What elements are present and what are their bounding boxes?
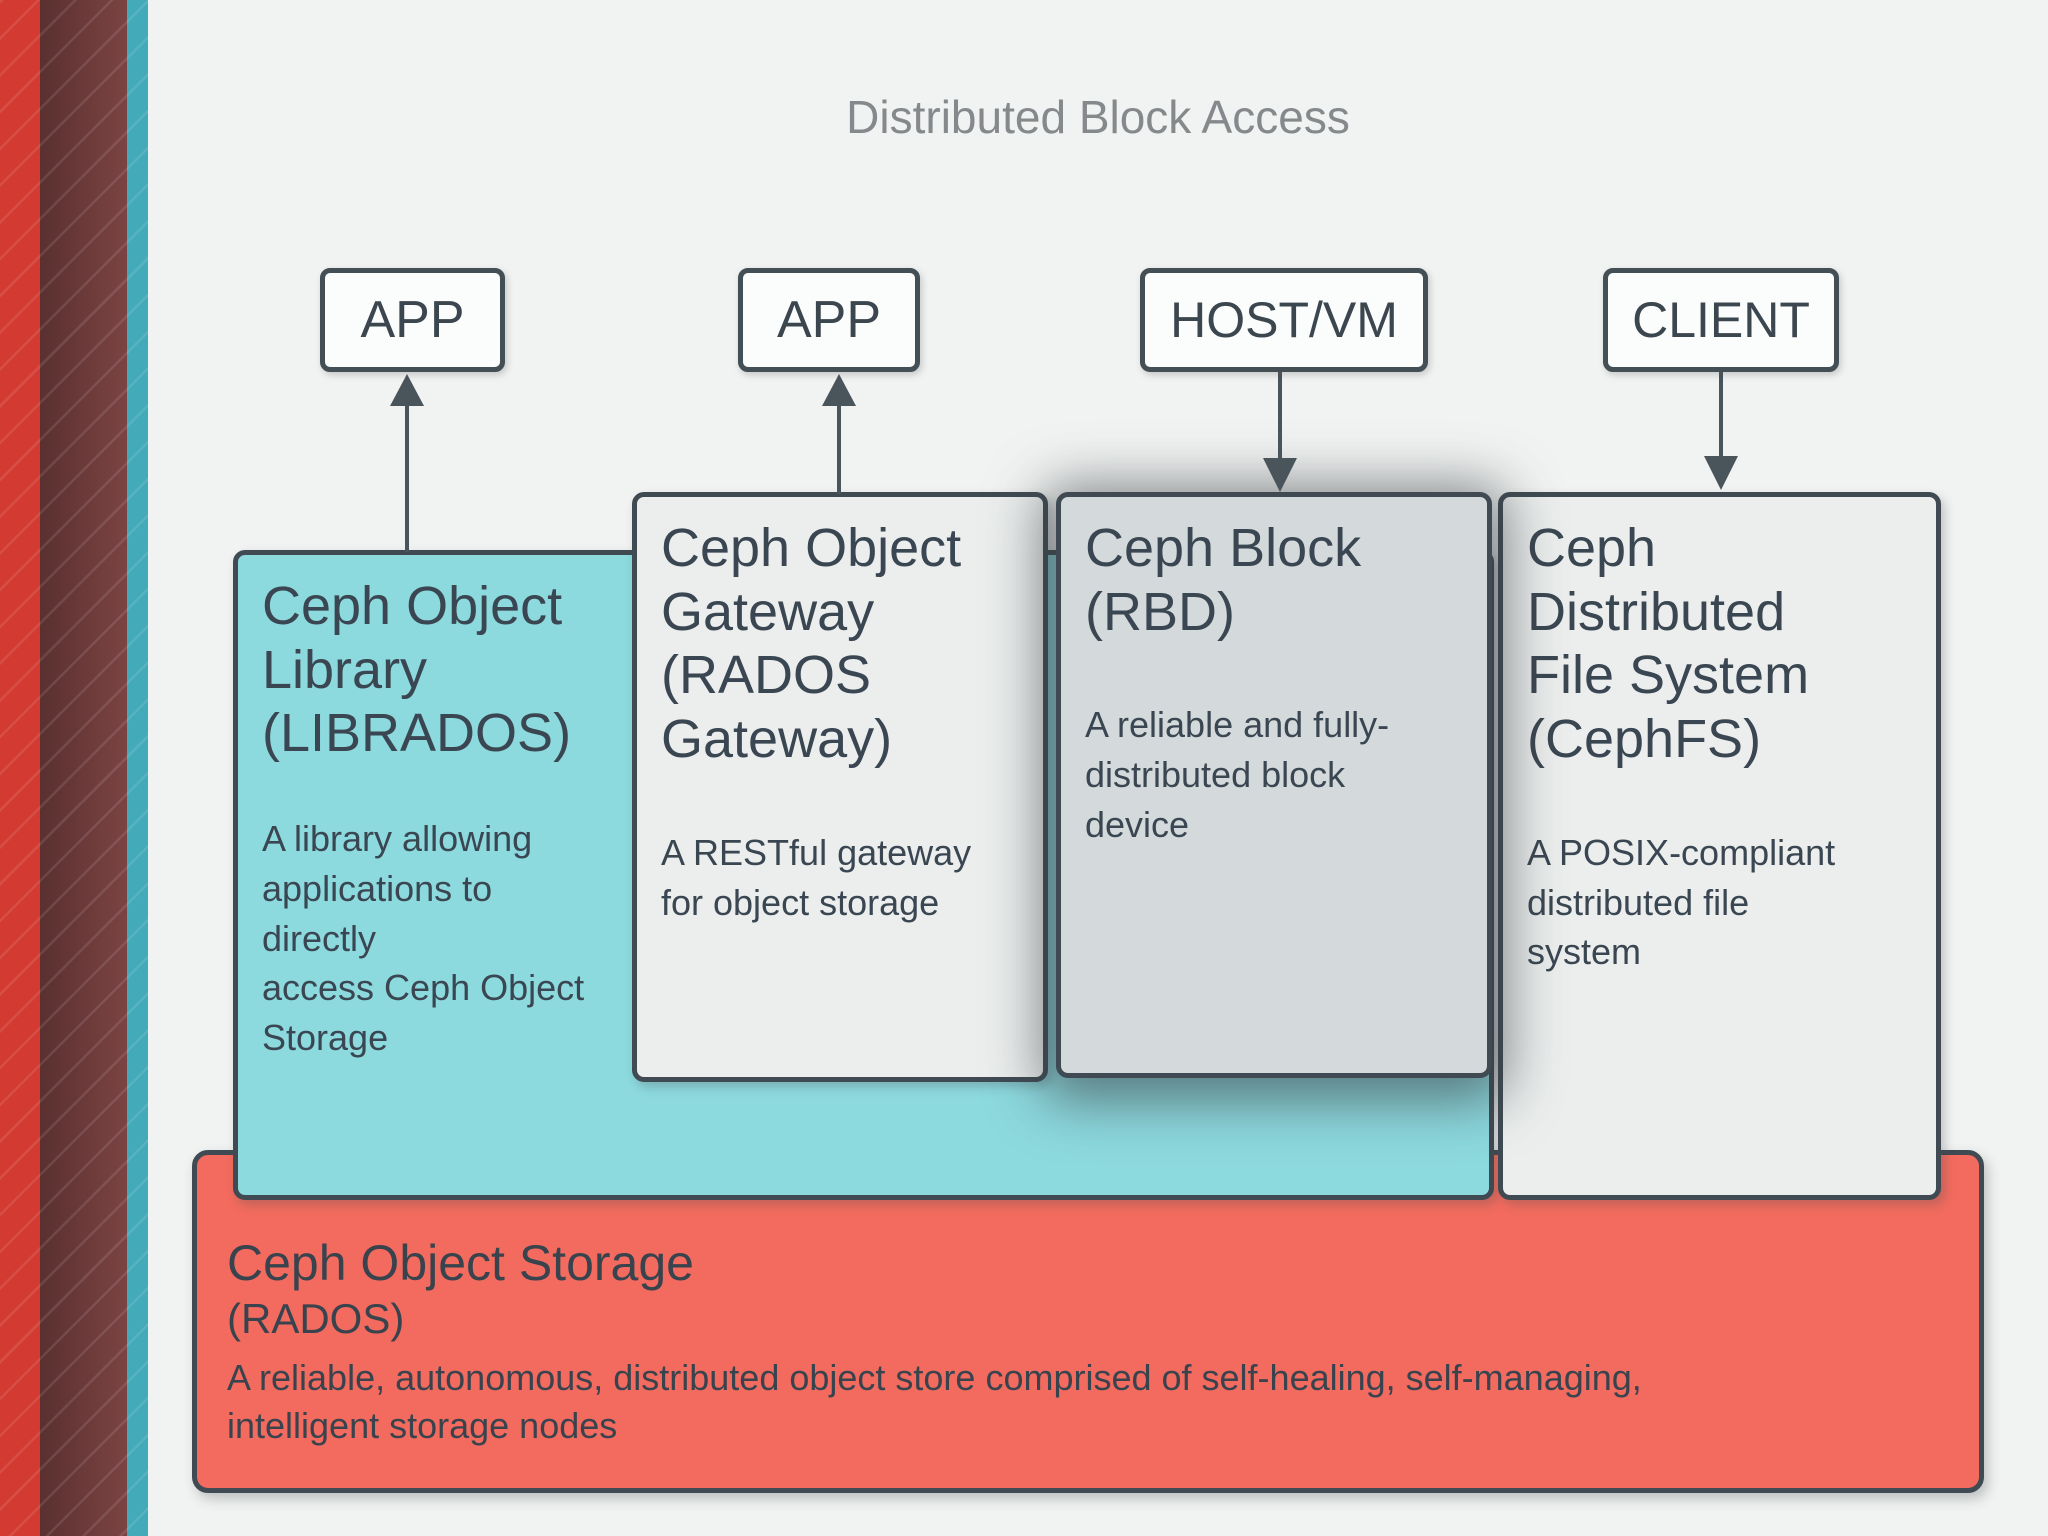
arrow-librados-to-app1-head-up-icon [390, 374, 424, 406]
node-host-vm: HOST/VM [1140, 268, 1428, 372]
box-ceph-block-rbd-highlighted: Ceph Block (RBD) A reliable and fully- d… [1056, 492, 1492, 1078]
cephfs-title: Ceph Distributed File System (CephFS) [1527, 518, 1810, 770]
arrow-rgw-to-app2-line [837, 406, 841, 494]
node-app-2: APP [738, 268, 920, 372]
node-app-1: APP [320, 268, 505, 372]
sidebar-maroon-band [40, 0, 127, 1536]
slide-title: Distributed Block Access [846, 91, 1350, 143]
rbd-description: A reliable and fully- distributed block … [1085, 704, 1390, 845]
node-app-1-label: APP [360, 291, 465, 349]
rgw-description: A RESTful gateway for object storage [661, 831, 972, 923]
sidebar-red-band [0, 0, 40, 1536]
node-app-2-label: APP [776, 291, 882, 349]
rados-subtitle: (RADOS) [227, 1295, 405, 1342]
cephfs-description: A POSIX-compliant distributed file syste… [1527, 831, 1836, 973]
sidebar-diagonal-stripes [0, 0, 148, 1536]
box-ceph-distributed-file-system-cephfs: Ceph Distributed File System (CephFS) A … [1498, 492, 1941, 1200]
arrow-librados-to-app1-line [405, 406, 409, 552]
rbd-title: Ceph Block (RBD) [1085, 518, 1362, 642]
librados-description: A library allowing applications to direc… [262, 818, 585, 1058]
box-ceph-object-gateway-rados-gateway: Ceph Object Gateway (RADOS Gateway) A RE… [632, 492, 1048, 1082]
arrow-client-to-cephfs-line [1719, 369, 1723, 456]
rgw-title: Ceph Object Gateway (RADOS Gateway) [661, 518, 962, 770]
arrow-hostvm-to-rbd-line [1278, 372, 1282, 458]
rados-description: A reliable, autonomous, distributed obje… [227, 1356, 1642, 1447]
sidebar-stripe-decoration [0, 0, 148, 1536]
node-client: CLIENT [1603, 268, 1839, 372]
arrow-rgw-to-app2-head-up-icon [822, 374, 856, 406]
rados-title: Ceph Object Storage [227, 1235, 694, 1291]
arrow-client-to-cephfs-head-down-icon [1704, 456, 1738, 490]
arrow-hostvm-to-rbd-head-down-icon [1263, 458, 1297, 492]
librados-title: Ceph Object Library (LIBRADOS) [262, 576, 572, 764]
node-host-vm-label: HOST/VM [1170, 292, 1398, 348]
box-ceph-object-storage-rados: Ceph Object Storage (RADOS) A reliable, … [192, 1150, 1984, 1493]
node-client-label: CLIENT [1632, 292, 1810, 348]
sidebar-teal-band [127, 0, 148, 1536]
